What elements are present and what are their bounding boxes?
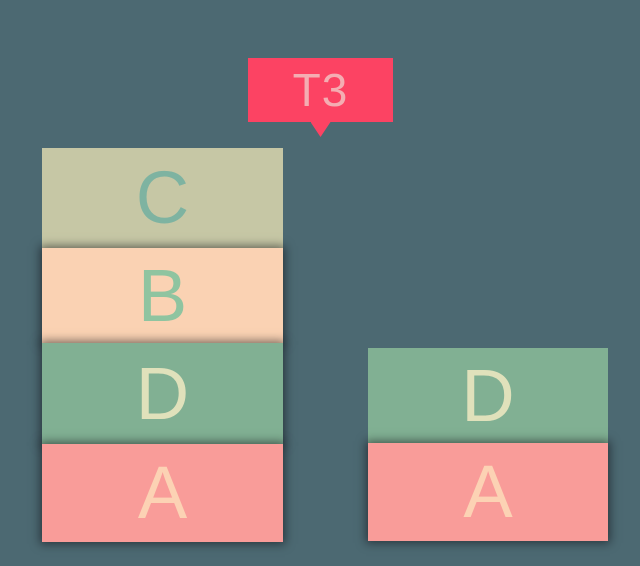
stack-left: C B D A (42, 148, 283, 542)
block-d[interactable]: D (42, 343, 283, 444)
block-a[interactable]: A (368, 443, 608, 541)
block-c[interactable]: C (42, 148, 283, 248)
block-d[interactable]: D (368, 348, 608, 443)
block-b[interactable]: B (42, 248, 283, 343)
tooltip-pointer-icon (310, 122, 331, 137)
stack-right: D A (368, 348, 608, 541)
block-a[interactable]: A (42, 444, 283, 542)
tooltip-t3: T3 (248, 58, 393, 137)
tooltip-label: T3 (292, 64, 349, 116)
